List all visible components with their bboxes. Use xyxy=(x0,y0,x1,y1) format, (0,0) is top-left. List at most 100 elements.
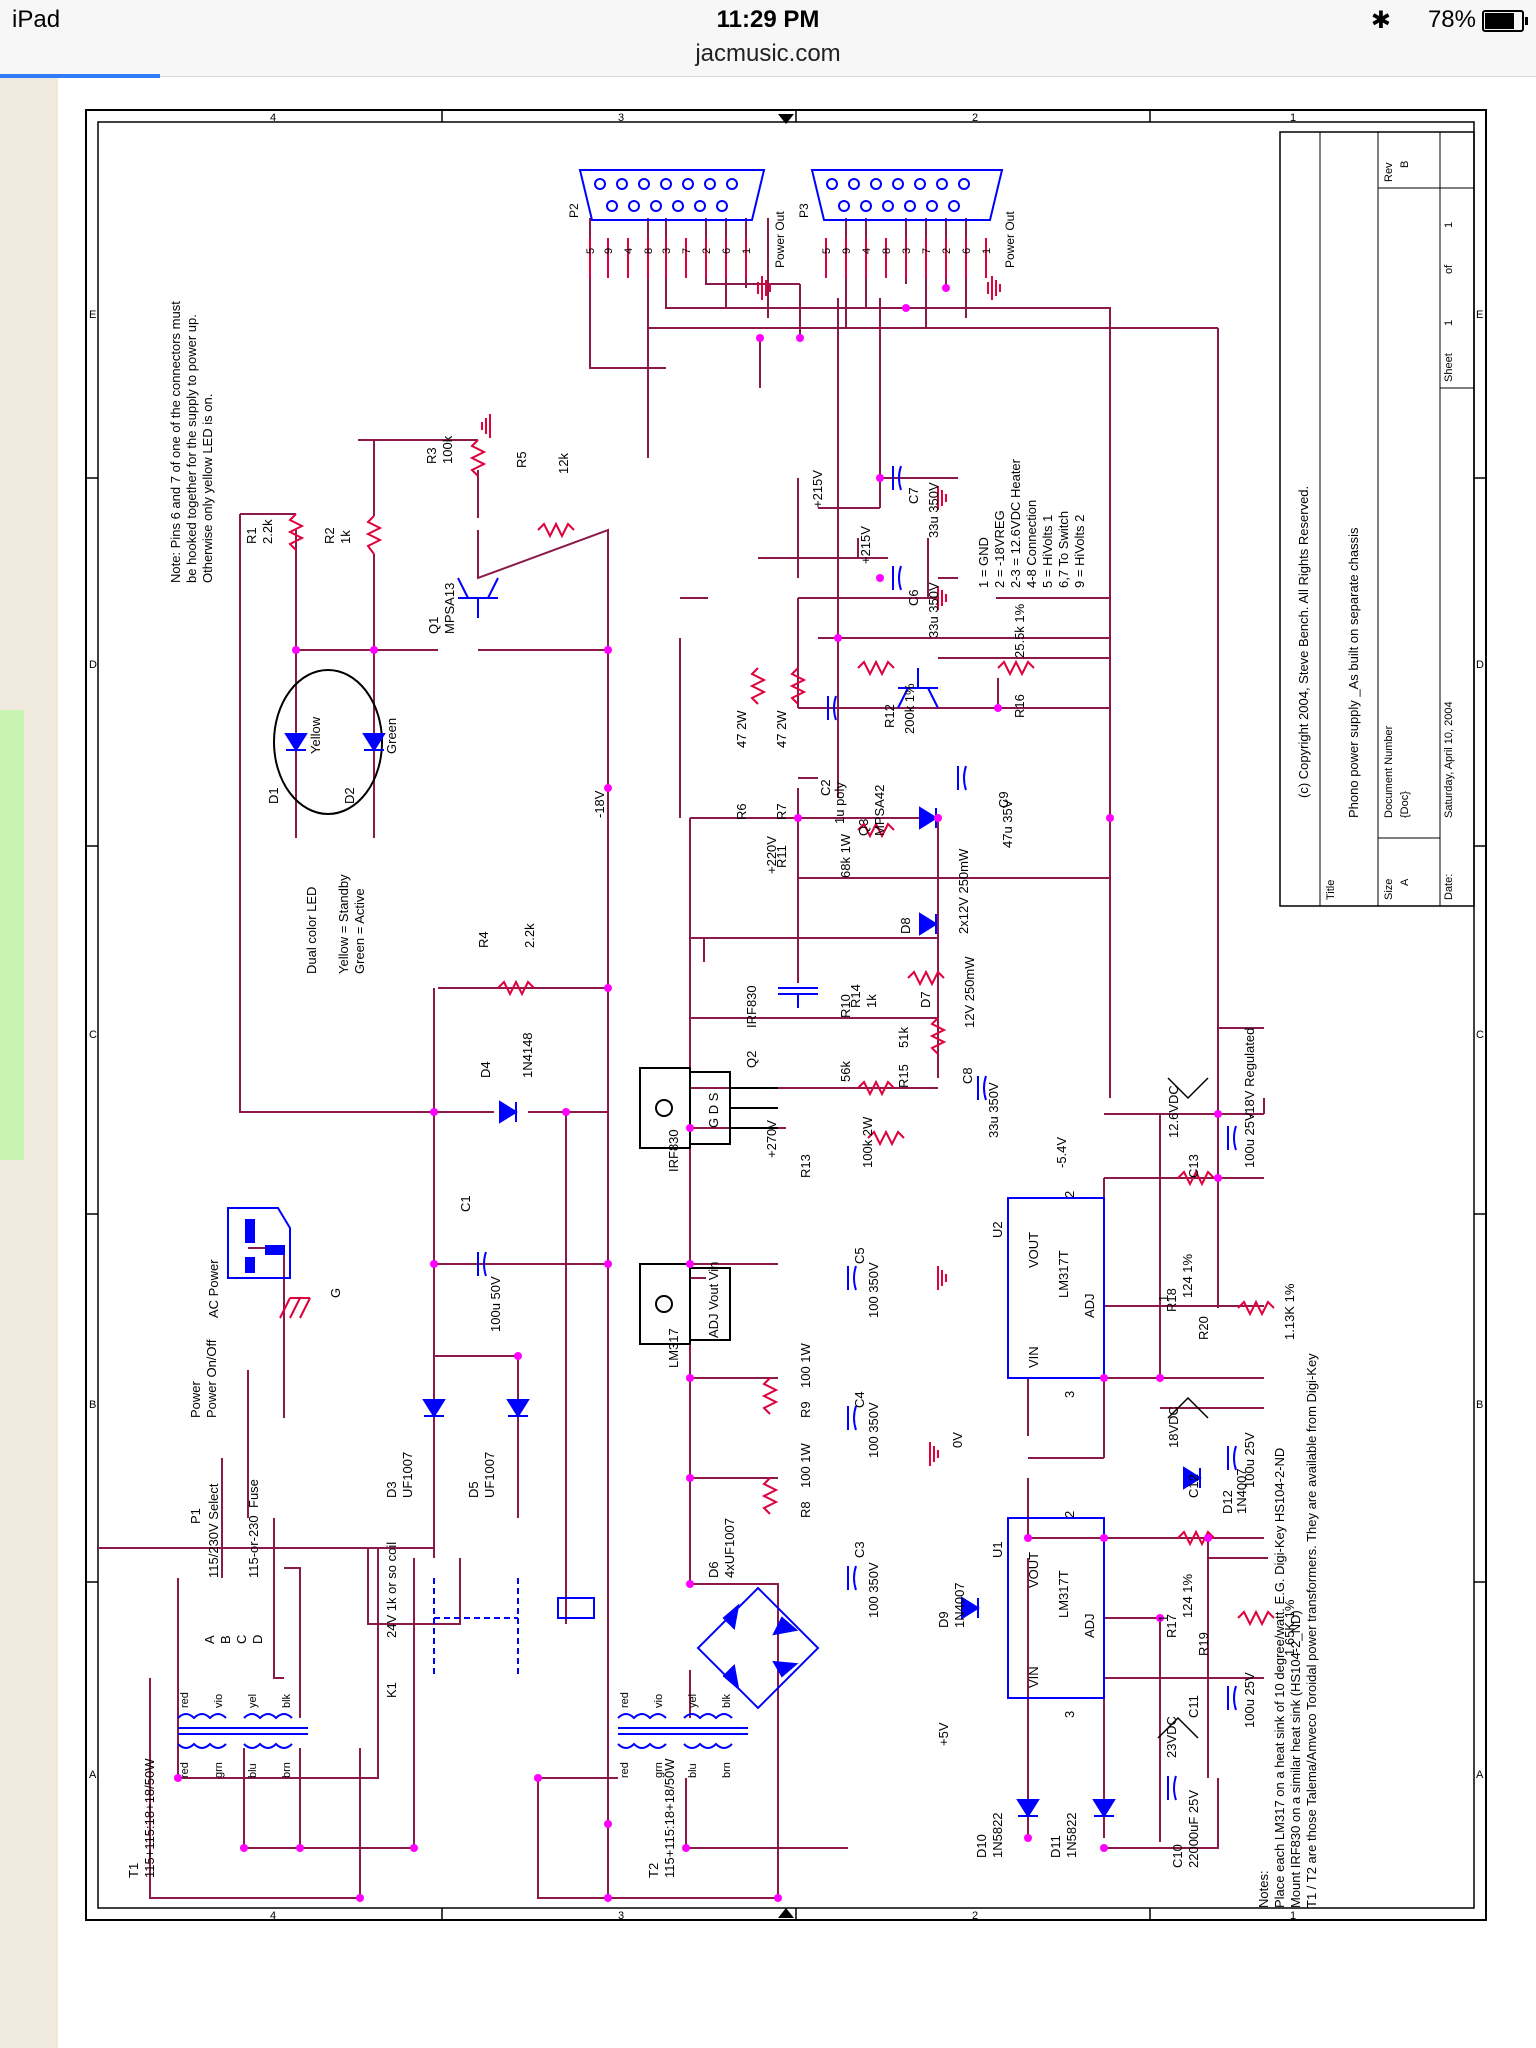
svg-text:100u 25V: 100u 25V xyxy=(1242,1432,1257,1488)
svg-text:R2: R2 xyxy=(322,527,337,544)
svg-text:1N4148: 1N4148 xyxy=(520,1032,535,1078)
ac-socket xyxy=(227,1207,291,1279)
svg-text:vio: vio xyxy=(653,1694,665,1708)
diodes xyxy=(422,806,1202,1818)
svg-text:D7: D7 xyxy=(918,991,933,1008)
rev-value: B xyxy=(1399,161,1411,168)
border-col-3b: 3 xyxy=(618,1910,624,1922)
bluetooth-icon: ✱ xyxy=(1370,7,1391,34)
package-lm317 xyxy=(639,1263,731,1345)
svg-text:33u 350V: 33u 350V xyxy=(986,1082,1001,1138)
border-row-a: A xyxy=(89,1769,97,1781)
bottom-notes: Notes: Place each LM317 on a heat sink o… xyxy=(1256,1353,1319,1908)
svg-text:D10: D10 xyxy=(974,1834,989,1858)
p3-label: P3 xyxy=(797,203,811,218)
cap-c9 xyxy=(957,765,967,791)
svg-text:C11: C11 xyxy=(1186,1695,1201,1718)
svg-text:D: D xyxy=(250,1635,265,1644)
svg-text:R1: R1 xyxy=(244,527,259,544)
svg-text:C2: C2 xyxy=(818,779,833,796)
bridge-rectifier-d6 xyxy=(696,1586,820,1710)
svg-text:R14: R14 xyxy=(848,984,863,1008)
address-bar-url[interactable]: jacmusic.com xyxy=(695,40,841,67)
border-row-d-r: D xyxy=(1476,659,1484,671)
diode-d10 xyxy=(1016,1799,1040,1818)
schematic-sheet[interactable]: 4 3 2 1 4 3 2 1 E D C B A E D C B A (c) … xyxy=(58,78,1536,2048)
resistor-r15 xyxy=(929,1017,947,1055)
svg-text:C6: C6 xyxy=(906,589,921,606)
svg-text:2x12V 250mW: 2x12V 250mW xyxy=(956,848,971,934)
svg-text:2.2k: 2.2k xyxy=(260,519,275,544)
svg-text:D8: D8 xyxy=(898,917,913,934)
svg-text:Green = Active: Green = Active xyxy=(352,888,367,974)
mosfet-q2 xyxy=(778,987,818,1008)
connector-p3 xyxy=(810,169,1004,221)
svg-text:VOUT: VOUT xyxy=(1026,1232,1041,1268)
resistor-r5 xyxy=(537,521,575,539)
svg-text:115/230V Select: 115/230V Select xyxy=(206,1483,221,1578)
svg-text:R17: R17 xyxy=(1164,1614,1179,1638)
svg-text:T1: T1 xyxy=(126,1863,141,1878)
transformer-t1 xyxy=(177,1713,308,1749)
carrier-label: iPad xyxy=(12,6,61,33)
svg-text:C1: C1 xyxy=(458,1195,473,1212)
svg-text:C9: C9 xyxy=(996,791,1011,808)
svg-text:1N4007: 1N4007 xyxy=(952,1582,967,1628)
pin-legend-3: 2-3 = 12.6VDC Heater xyxy=(1008,458,1023,588)
resistor-r20 xyxy=(1237,1299,1275,1317)
ios-status-bar: iPad 11:29 PM jacmusic.com ✱ 78% xyxy=(0,0,1536,77)
svg-text:8: 8 xyxy=(643,248,655,254)
resistor-r19 xyxy=(1237,1609,1275,1627)
pin-legend-6: 6,7 To Switch xyxy=(1056,511,1071,588)
sheet-num: 1 xyxy=(1443,320,1455,326)
cap-c7 xyxy=(892,465,902,491)
svg-text:12.6VDC: 12.6VDC xyxy=(1166,1085,1181,1138)
svg-text:12V 250mW: 12V 250mW xyxy=(962,956,977,1028)
regulator-u2 xyxy=(1007,1197,1105,1379)
svg-text:+5V: +5V xyxy=(936,1722,951,1746)
battery-percent: 78% xyxy=(1427,6,1476,33)
svg-text:LM317: LM317 xyxy=(666,1328,681,1368)
svg-text:blk: blk xyxy=(721,1693,733,1708)
svg-text:Q1: Q1 xyxy=(426,617,441,634)
title-label: Title xyxy=(1325,880,1337,900)
pin-legend: 1 = GND 2 = -18VREG 2-3 = 12.6VDC Heater… xyxy=(976,458,1087,588)
svg-text:1.13K 1%: 1.13K 1% xyxy=(1282,1283,1297,1340)
cap-c1 xyxy=(477,1251,487,1277)
svg-text:+215V: +215V xyxy=(810,470,825,508)
svg-text:5: 5 xyxy=(821,248,833,254)
svg-text:4: 4 xyxy=(861,248,873,254)
diode-d7 xyxy=(919,912,938,936)
svg-text:U2: U2 xyxy=(990,1221,1005,1238)
svg-text:+220V: +220V xyxy=(764,836,779,874)
svg-text:9: 9 xyxy=(603,248,615,254)
svg-text:33u 350V: 33u 350V xyxy=(926,582,941,638)
cap-c3 xyxy=(847,1565,857,1591)
svg-text:Dual color LED: Dual color LED xyxy=(304,887,319,974)
svg-text:115+115:18+18/50W: 115+115:18+18/50W xyxy=(662,1758,677,1878)
svg-text:R4: R4 xyxy=(476,931,491,948)
diode-d9 xyxy=(961,1596,980,1620)
svg-text:grn: grn xyxy=(213,1762,225,1778)
border-row-b-r: B xyxy=(1476,1399,1483,1411)
svg-text:25.5k 1%: 25.5k 1% xyxy=(1012,603,1027,658)
border-row-d: D xyxy=(89,659,97,671)
svg-text:A: A xyxy=(202,1635,217,1644)
svg-text:1k: 1k xyxy=(864,994,879,1008)
svg-text:D12: D12 xyxy=(1220,1490,1235,1514)
svg-text:+215V: +215V xyxy=(858,526,873,564)
svg-text:grn: grn xyxy=(653,1762,665,1778)
svg-text:0V: 0V xyxy=(950,1432,965,1448)
rev-label: Rev xyxy=(1383,162,1395,182)
svg-text:3: 3 xyxy=(661,248,673,254)
svg-text:Power On/Off: Power On/Off xyxy=(204,1339,219,1418)
copyright: (c) Copyright 2004, Steve Bench. All Rig… xyxy=(1296,486,1311,798)
svg-text:1N5822: 1N5822 xyxy=(1064,1812,1079,1858)
svg-text:2: 2 xyxy=(701,248,713,254)
svg-text:D5: D5 xyxy=(466,1481,481,1498)
svg-text:-18V: -18V xyxy=(592,790,607,818)
svg-text:blu: blu xyxy=(247,1763,259,1778)
svg-text:D1: D1 xyxy=(266,787,281,804)
svg-text:D2: D2 xyxy=(342,787,357,804)
svg-text:100 350V: 100 350V xyxy=(866,1562,881,1618)
